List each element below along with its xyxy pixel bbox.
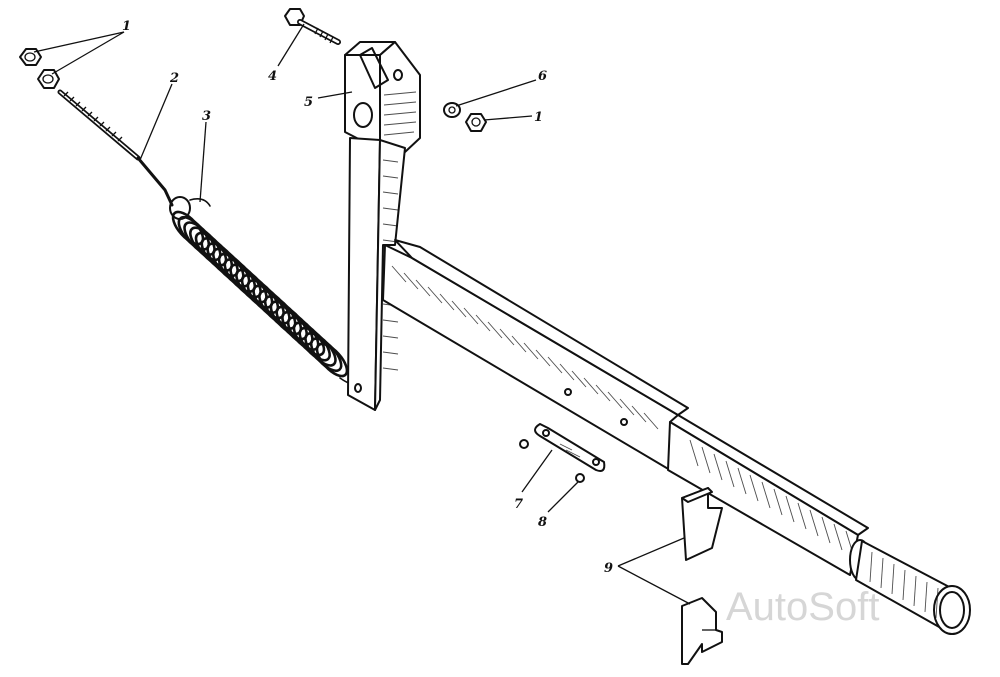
bracket-part-9-upper [681,487,723,561]
callout-2: 2 [169,71,179,86]
nut-part-1-right [465,113,487,132]
callout-1a: 1 [122,19,131,34]
lever-vertical-arm [347,137,406,411]
nut-part-1-lower [37,69,60,89]
callout-7: 7 [514,497,523,512]
coil-spring-part-3 [171,198,362,386]
callout-6: 6 [538,69,547,84]
nut-part-1-upper [19,48,42,66]
callout-3: 3 [202,109,211,124]
callout-9: 9 [604,561,613,576]
lever-main-bar [382,239,689,471]
callout-4: 4 [268,69,277,84]
bracket-part-9-lower [681,597,723,665]
callout-1b: 1 [534,110,543,125]
plate-part-7 [534,423,606,472]
screw-part-7-left [519,439,529,449]
callout-8: 8 [538,515,547,530]
bolt-part-4 [284,8,341,45]
lever-extension [667,414,869,576]
screw-part-8 [575,473,585,483]
leader-lines [33,23,691,605]
callout-5: 5 [304,95,313,110]
threaded-rod-part-2 [57,89,191,220]
washer-part-6 [443,102,461,118]
handle-grip [849,539,971,635]
clevis-block-part-5 [344,41,421,153]
watermark-text: AutoSoft [726,585,879,629]
